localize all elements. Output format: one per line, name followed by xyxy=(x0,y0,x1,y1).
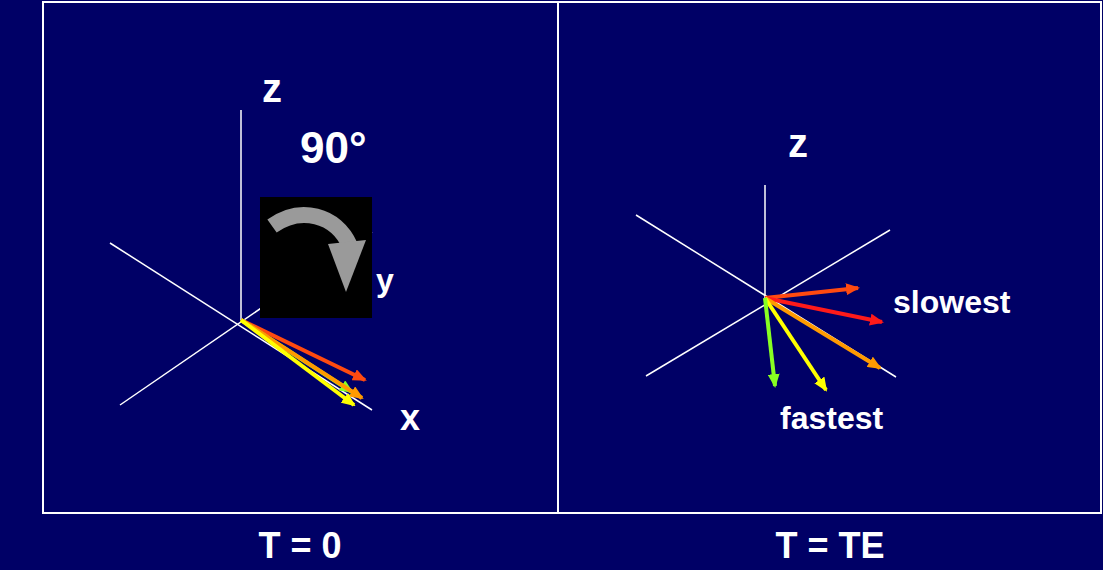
axis-label: y xyxy=(376,264,394,296)
axis-label: z xyxy=(262,68,282,108)
angle-label: 90° xyxy=(300,126,367,170)
speed-label: slowest xyxy=(893,286,1010,318)
axis-label: z xyxy=(788,123,808,163)
speed-label: fastest xyxy=(780,402,883,434)
panel-caption: T = 0 xyxy=(258,528,341,564)
panel-caption: T = TE xyxy=(775,528,884,564)
axis-label: x xyxy=(400,400,420,436)
